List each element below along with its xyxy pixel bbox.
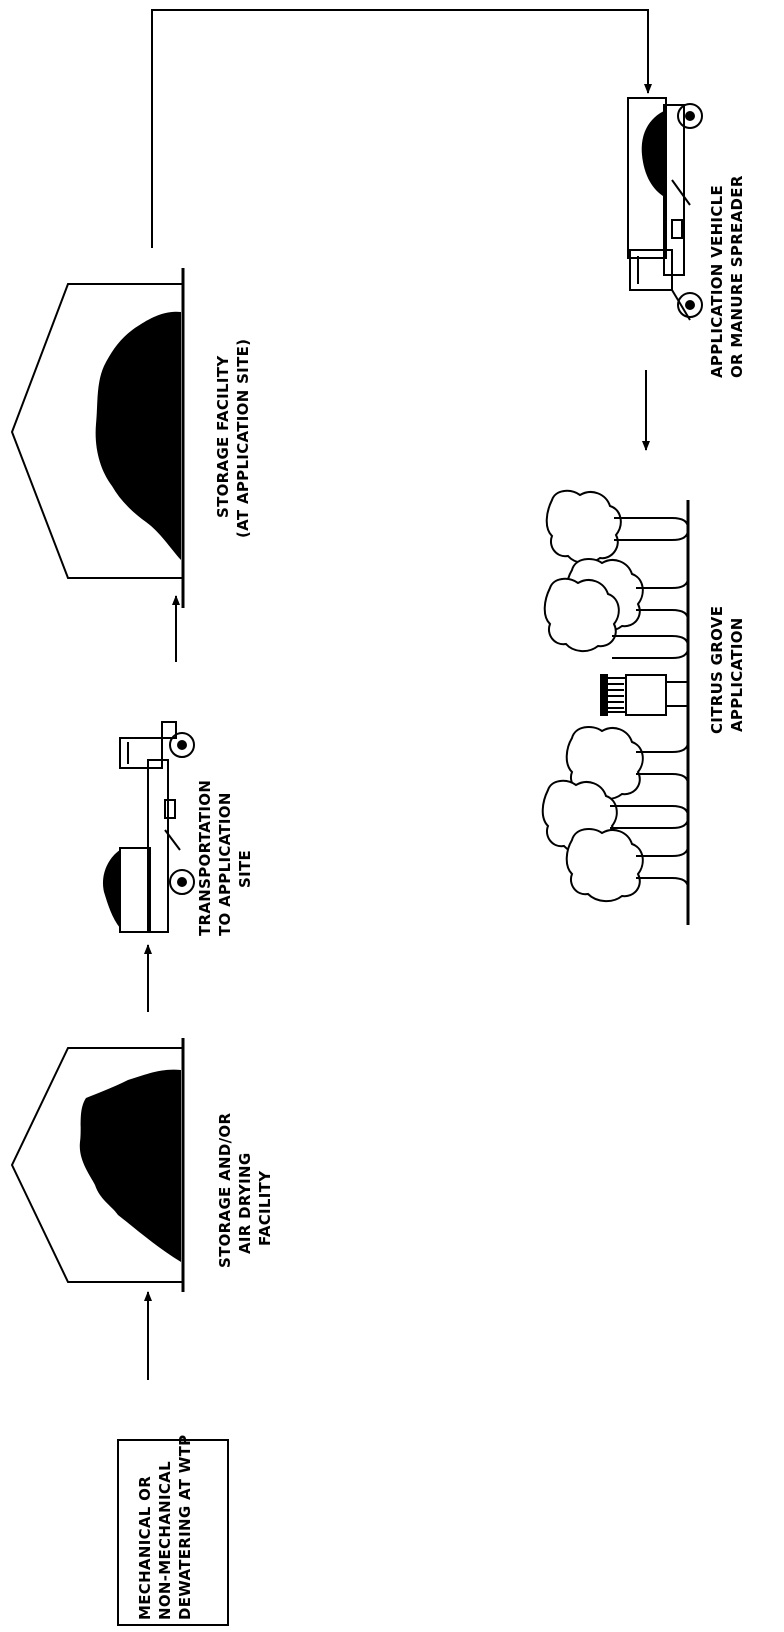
dewatering-label-line1: MECHANICAL OR — [136, 1476, 154, 1620]
storage-site-label-line2: (AT APPLICATION SITE) — [234, 339, 252, 538]
air-drying-label-line3: FACILITY — [256, 1170, 274, 1246]
air-drying-label-line2: AIR DRYING — [236, 1153, 254, 1254]
transport-label-line1: TRANSPORTATION — [196, 780, 214, 936]
spreader-label: APPLICATION VEHICLE OR MANURE SPREADER — [708, 175, 746, 378]
spreader-label-line1: APPLICATION VEHICLE — [708, 185, 726, 378]
citrus-label: CITRUS GROVE APPLICATION — [708, 606, 746, 734]
transport-label-line3: SITE — [236, 850, 254, 888]
citrus-grove-icon — [543, 491, 688, 925]
citrus-tree-icon — [567, 829, 688, 901]
citrus-tree-icon — [547, 491, 688, 563]
dewatering-label-line2: NON-MECHANICAL — [156, 1461, 174, 1620]
spreader-label-line2: OR MANURE SPREADER — [728, 175, 746, 378]
air-drying-label-line1: STORAGE AND/OR — [216, 1113, 234, 1268]
grove-tractor-icon — [600, 674, 688, 716]
air-drying-shelter-icon — [12, 1038, 183, 1292]
dewatering-label-line3: DEWATERING AT WTP — [176, 1435, 194, 1620]
manure-spreader-truck-icon — [628, 98, 702, 320]
transport-label: TRANSPORTATION TO APPLICATION SITE — [196, 780, 254, 936]
dewatering-box: MECHANICAL OR NON-MECHANICAL DEWATERING … — [118, 1435, 228, 1625]
air-drying-label: STORAGE AND/OR AIR DRYING FACILITY — [216, 1113, 274, 1268]
citrus-label-line1: CITRUS GROVE — [708, 606, 726, 734]
storage-site-label: STORAGE FACILITY (AT APPLICATION SITE) — [214, 339, 252, 538]
transport-label-line2: TO APPLICATION — [216, 792, 234, 936]
citrus-label-line2: APPLICATION — [728, 617, 746, 732]
storage-facility-shelter-icon — [12, 268, 183, 608]
dump-truck-icon — [103, 722, 194, 932]
flow-connector-to-spreader — [152, 10, 648, 248]
storage-site-label-line1: STORAGE FACILITY — [214, 355, 232, 518]
